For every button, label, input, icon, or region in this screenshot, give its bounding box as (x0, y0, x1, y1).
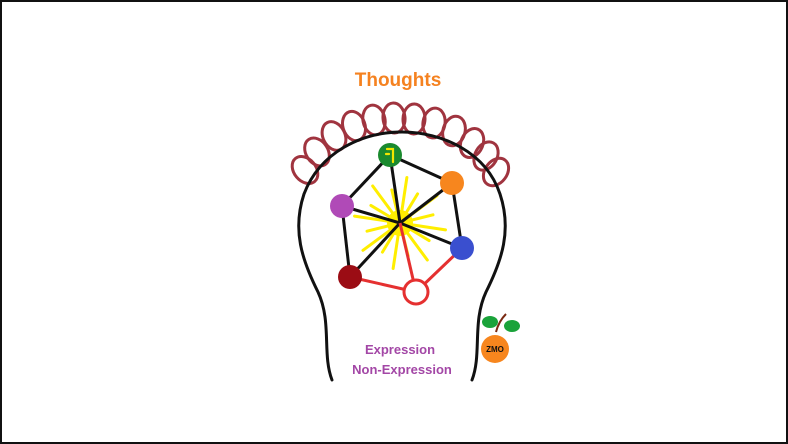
badge-label: ZMO (486, 345, 504, 354)
coil-loop (300, 133, 335, 170)
node-upper-right (440, 171, 464, 195)
node-lower-left (338, 265, 362, 289)
caption-non-expression: Non-Expression (352, 362, 452, 377)
leaf-right (504, 320, 520, 332)
sprout-fruit-icon: ZMO (481, 314, 520, 363)
diagram-title: Thoughts (355, 70, 442, 91)
leaf-left (482, 316, 498, 328)
node-upper-left (330, 194, 354, 218)
coiled-loops-icon (287, 102, 514, 191)
node-bottom (404, 280, 428, 304)
node-right (450, 236, 474, 260)
node-top (378, 143, 402, 167)
caption-expression: Expression (365, 342, 435, 357)
